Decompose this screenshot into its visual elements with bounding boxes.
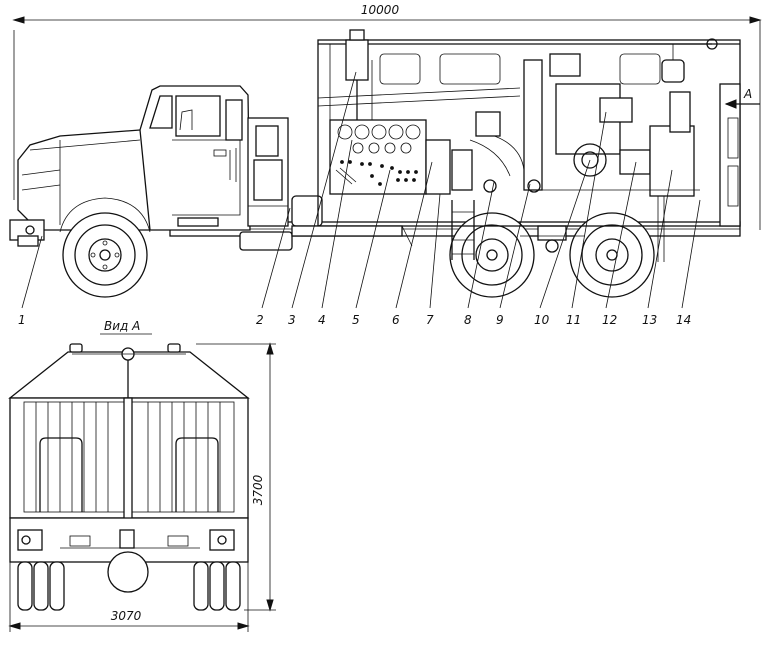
length-dimension-value: 10000 (361, 3, 400, 17)
view-a-arrow: А (724, 87, 760, 109)
rear-view-tires (17, 561, 241, 611)
gauge-row (337, 124, 421, 140)
body-frame (317, 38, 741, 262)
rear-view-bumper (9, 517, 249, 593)
height-dimension: 3700 (196, 342, 276, 612)
callout-10: 10 (534, 313, 550, 327)
side-view: А 1 2 3 4 5 6 7 8 (9, 29, 760, 327)
callout-6: 6 (392, 313, 400, 327)
cab (139, 85, 251, 231)
callout-8: 8 (464, 313, 472, 327)
switch-dots (340, 160, 418, 186)
control-panel (329, 119, 427, 195)
rear-view: Вид А (8, 319, 276, 632)
callout-9: 9 (496, 313, 504, 327)
pump-unit (451, 53, 700, 197)
fuel-tank (239, 195, 323, 251)
gauge-row-2 (352, 142, 412, 154)
callout-3: 3 (288, 313, 296, 327)
access-ladder (451, 200, 475, 260)
length-dimension: 10000 (12, 3, 762, 230)
tool-boxes (291, 139, 451, 247)
rear-view-slats (35, 402, 221, 512)
callout-11: 11 (566, 313, 581, 327)
height-dimension-value: 3700 (251, 474, 265, 505)
rear-view-roof (8, 343, 250, 399)
air-filter-column (345, 29, 373, 120)
width-dimension: 3070 (8, 562, 250, 632)
leader-lines (21, 71, 701, 309)
callout-4: 4 (318, 313, 326, 327)
front-wheel (59, 197, 151, 298)
rear-wheel-1 (449, 212, 535, 298)
callout-14: 14 (676, 313, 691, 327)
callout-12: 12 (602, 313, 617, 327)
callout-numbers: 1 2 3 4 5 6 7 8 9 10 11 12 13 14 (18, 313, 691, 327)
view-label: Вид А (104, 319, 140, 333)
callout-5: 5 (352, 313, 360, 327)
callout-2: 2 (256, 313, 264, 327)
rear-suspension (520, 225, 585, 253)
view-arrow-label: А (743, 87, 752, 101)
cab-rear-equipment (247, 117, 289, 227)
callout-1: 1 (18, 313, 26, 327)
callout-13: 13 (642, 313, 657, 327)
width-dimension-value: 3070 (111, 609, 142, 623)
callout-7: 7 (426, 313, 434, 327)
rear-wheel-2 (569, 212, 655, 298)
